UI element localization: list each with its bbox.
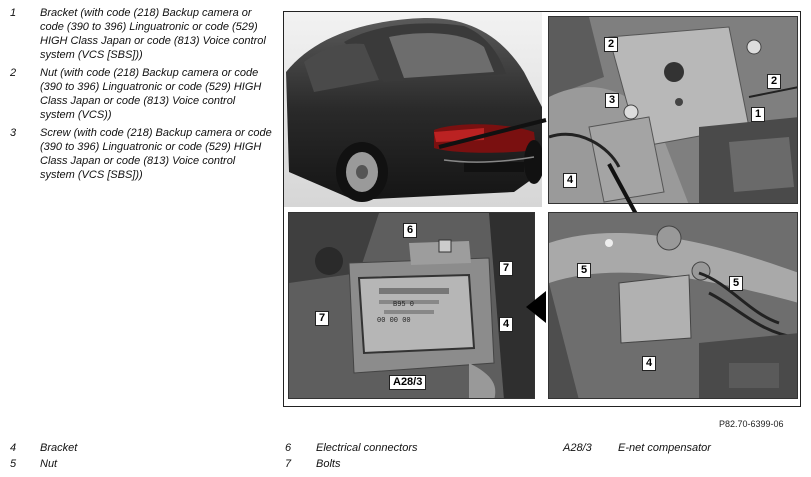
car-illustration: [284, 12, 542, 207]
legend-text: Nut: [40, 458, 58, 470]
legend-top: 1 Bracket (with code (218) Backup camera…: [10, 6, 272, 186]
callout-4: 4: [563, 173, 578, 188]
detail-panel-nuts: 5 5 4: [548, 212, 798, 399]
nuts-photo: [549, 213, 797, 398]
legend-item-1: 1 Bracket (with code (218) Backup camera…: [10, 6, 272, 62]
callout-5: 5: [729, 276, 744, 291]
callout-5: 5: [577, 263, 592, 278]
legend-text: Bracket (with code (218) Backup camera o…: [40, 7, 266, 61]
callout-a28-3: A28/3: [389, 375, 427, 390]
figure-id: P82.70-6399-06: [719, 419, 784, 429]
callout-2: 2: [767, 74, 782, 89]
callout-4: 4: [499, 317, 514, 332]
pointer-line: [607, 163, 638, 215]
legend-number: 7: [285, 458, 292, 470]
callout-7: 7: [315, 311, 330, 326]
legend-text: Nut (with code (218) Backup camera or co…: [40, 67, 262, 121]
detail-panel-bracket: 2 2 3 1 4: [548, 16, 798, 204]
module-label-line1: 00 00 00: [377, 317, 411, 325]
legend-text: Bracket: [40, 442, 78, 454]
callout-6: 6: [403, 223, 418, 238]
callout-4: 4: [642, 356, 657, 371]
arrow-left-icon: [526, 291, 546, 323]
illustration-figure: 2 2 3 1 4 6 7 7 4 A28/3 00 00 00 B95: [283, 11, 801, 407]
pointer-line: [438, 118, 547, 149]
legend-text: Electrical connectors: [316, 442, 418, 454]
legend-text: Screw (with code (218) Backup camera or …: [40, 127, 272, 181]
compensator-photo: [289, 213, 534, 398]
legend-number: A28/3: [563, 442, 592, 454]
callout-1: 1: [751, 107, 766, 122]
detail-panel-compensator: 6 7 7 4 A28/3 00 00 00 B95 0: [288, 212, 535, 399]
legend-number: 1: [10, 7, 17, 19]
legend-text: E-net compensator: [618, 442, 711, 454]
legend-number: 3: [10, 127, 17, 139]
legend-number: 2: [10, 67, 17, 79]
callout-7: 7: [499, 261, 514, 276]
bracket-photo: [549, 17, 797, 203]
callout-2: 2: [604, 37, 619, 52]
legend-number: 6: [285, 442, 292, 454]
legend-number: 5: [10, 458, 17, 470]
legend-item-2: 2 Nut (with code (218) Backup camera or …: [10, 66, 272, 122]
car-rear-photo: [284, 12, 542, 207]
legend-number: 4: [10, 442, 17, 454]
legend-text: Bolts: [316, 458, 341, 470]
legend-item-3: 3 Screw (with code (218) Backup camera o…: [10, 126, 272, 182]
callout-3: 3: [605, 93, 620, 108]
module-label-line2: B95 0: [393, 301, 415, 309]
